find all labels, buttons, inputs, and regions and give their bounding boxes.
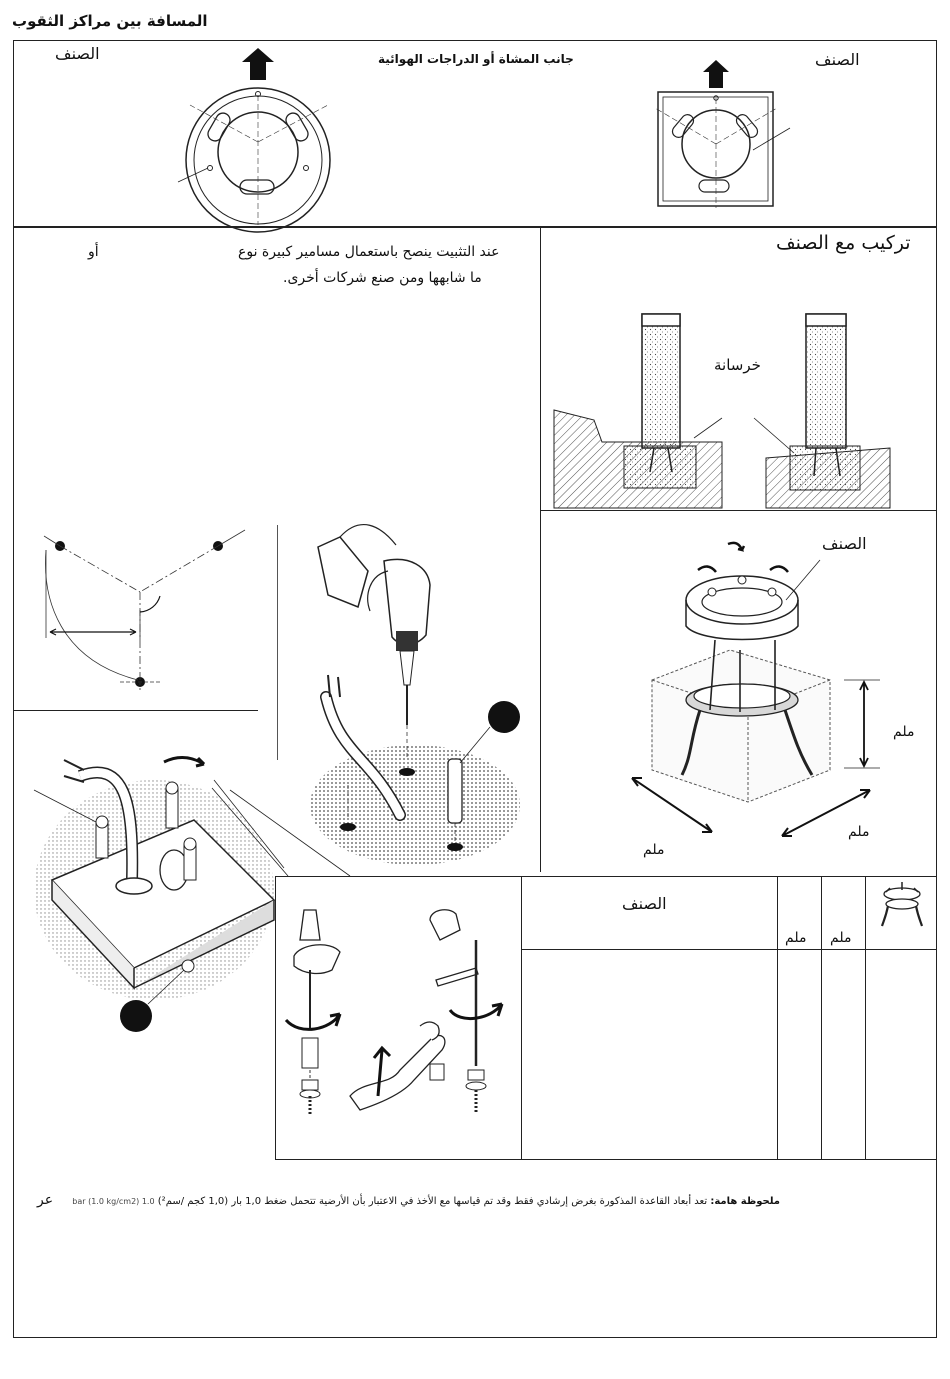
base-plate-cable-figure [33, 756, 285, 1032]
footer-note-text: تعد أبعاد القاعدة المذكورة بغرض إرشادي ف… [157, 1196, 708, 1207]
rotate-arrow-icon-4 [448, 1002, 504, 1021]
top-divider [13, 226, 937, 228]
concrete-poles-figure [553, 313, 891, 509]
outer-frame [13, 40, 937, 1338]
install-divider-horizontal [541, 510, 937, 512]
up-arrow-icon-2 [703, 60, 729, 88]
table-header-mm-1: ملم [785, 930, 807, 946]
rotate-arrow-icon [163, 756, 206, 768]
page-title: المسافة بين مراكز الثقوب [12, 12, 208, 30]
instruction-line-1: عند التثبيت ينصح باستعمال مسامير كبيرة ن… [238, 244, 500, 260]
up-rotate-arrow-icon [372, 1045, 392, 1097]
direction-label: جانب المشاة أو الدراجات الهوائية [378, 52, 574, 66]
footer-note-prefix: ملحوظة هامة: [710, 1196, 780, 1207]
dim-mm-bottom-right: ملم [848, 824, 870, 840]
table-header-mm-2: ملم [830, 930, 852, 946]
top-right-class-label: الصنف [815, 50, 860, 69]
hole-spacing-figure [43, 529, 246, 690]
dim-mm-bottom-left: ملم [643, 842, 665, 858]
callout-dot-icon-2 [120, 1000, 152, 1032]
base-stand-icon [880, 882, 924, 927]
instruction-or: أو [88, 244, 99, 260]
drill-figure [317, 524, 520, 851]
footer-note: ملحوظة هامة: تعد أبعاد القاعدة المذكورة … [72, 1196, 780, 1207]
install-divider-vertical [540, 227, 542, 872]
up-arrow-icon [242, 48, 274, 80]
dim-mm-right: ملم [893, 724, 915, 740]
data-table [521, 876, 937, 1160]
base-class-label: الصنف [822, 534, 867, 553]
assembly-tools-figure [284, 909, 504, 1116]
footer-note-unit: 1.0 bar (1.0 kg/cm2) [72, 1197, 155, 1206]
instruction-line-2: ما شابهها ومن صنع شركات أخرى. [283, 270, 482, 286]
table-col-divider-1 [777, 876, 779, 1160]
base-with-legs-figure [631, 541, 880, 837]
install-title: تركيب مع الصنف [776, 232, 911, 254]
geometry-box-bottom [13, 710, 258, 711]
table-col-divider-3 [865, 876, 867, 1160]
round-base-plate-figure [177, 48, 331, 233]
table-col-divider-2 [821, 876, 823, 1160]
concrete-label: خرسانة [714, 356, 761, 374]
table-header-class: الصنف [622, 894, 667, 913]
footer-code: عر [37, 1192, 54, 1208]
callout-dot-icon [488, 701, 520, 733]
square-base-plate-figure [654, 60, 791, 208]
top-left-class-label: الصنف [55, 44, 100, 63]
drill-floor-texture [310, 745, 520, 865]
rotate-arrow-icon-3 [284, 1012, 342, 1031]
table-header-divider [521, 949, 937, 951]
geometry-box-right [277, 525, 278, 760]
